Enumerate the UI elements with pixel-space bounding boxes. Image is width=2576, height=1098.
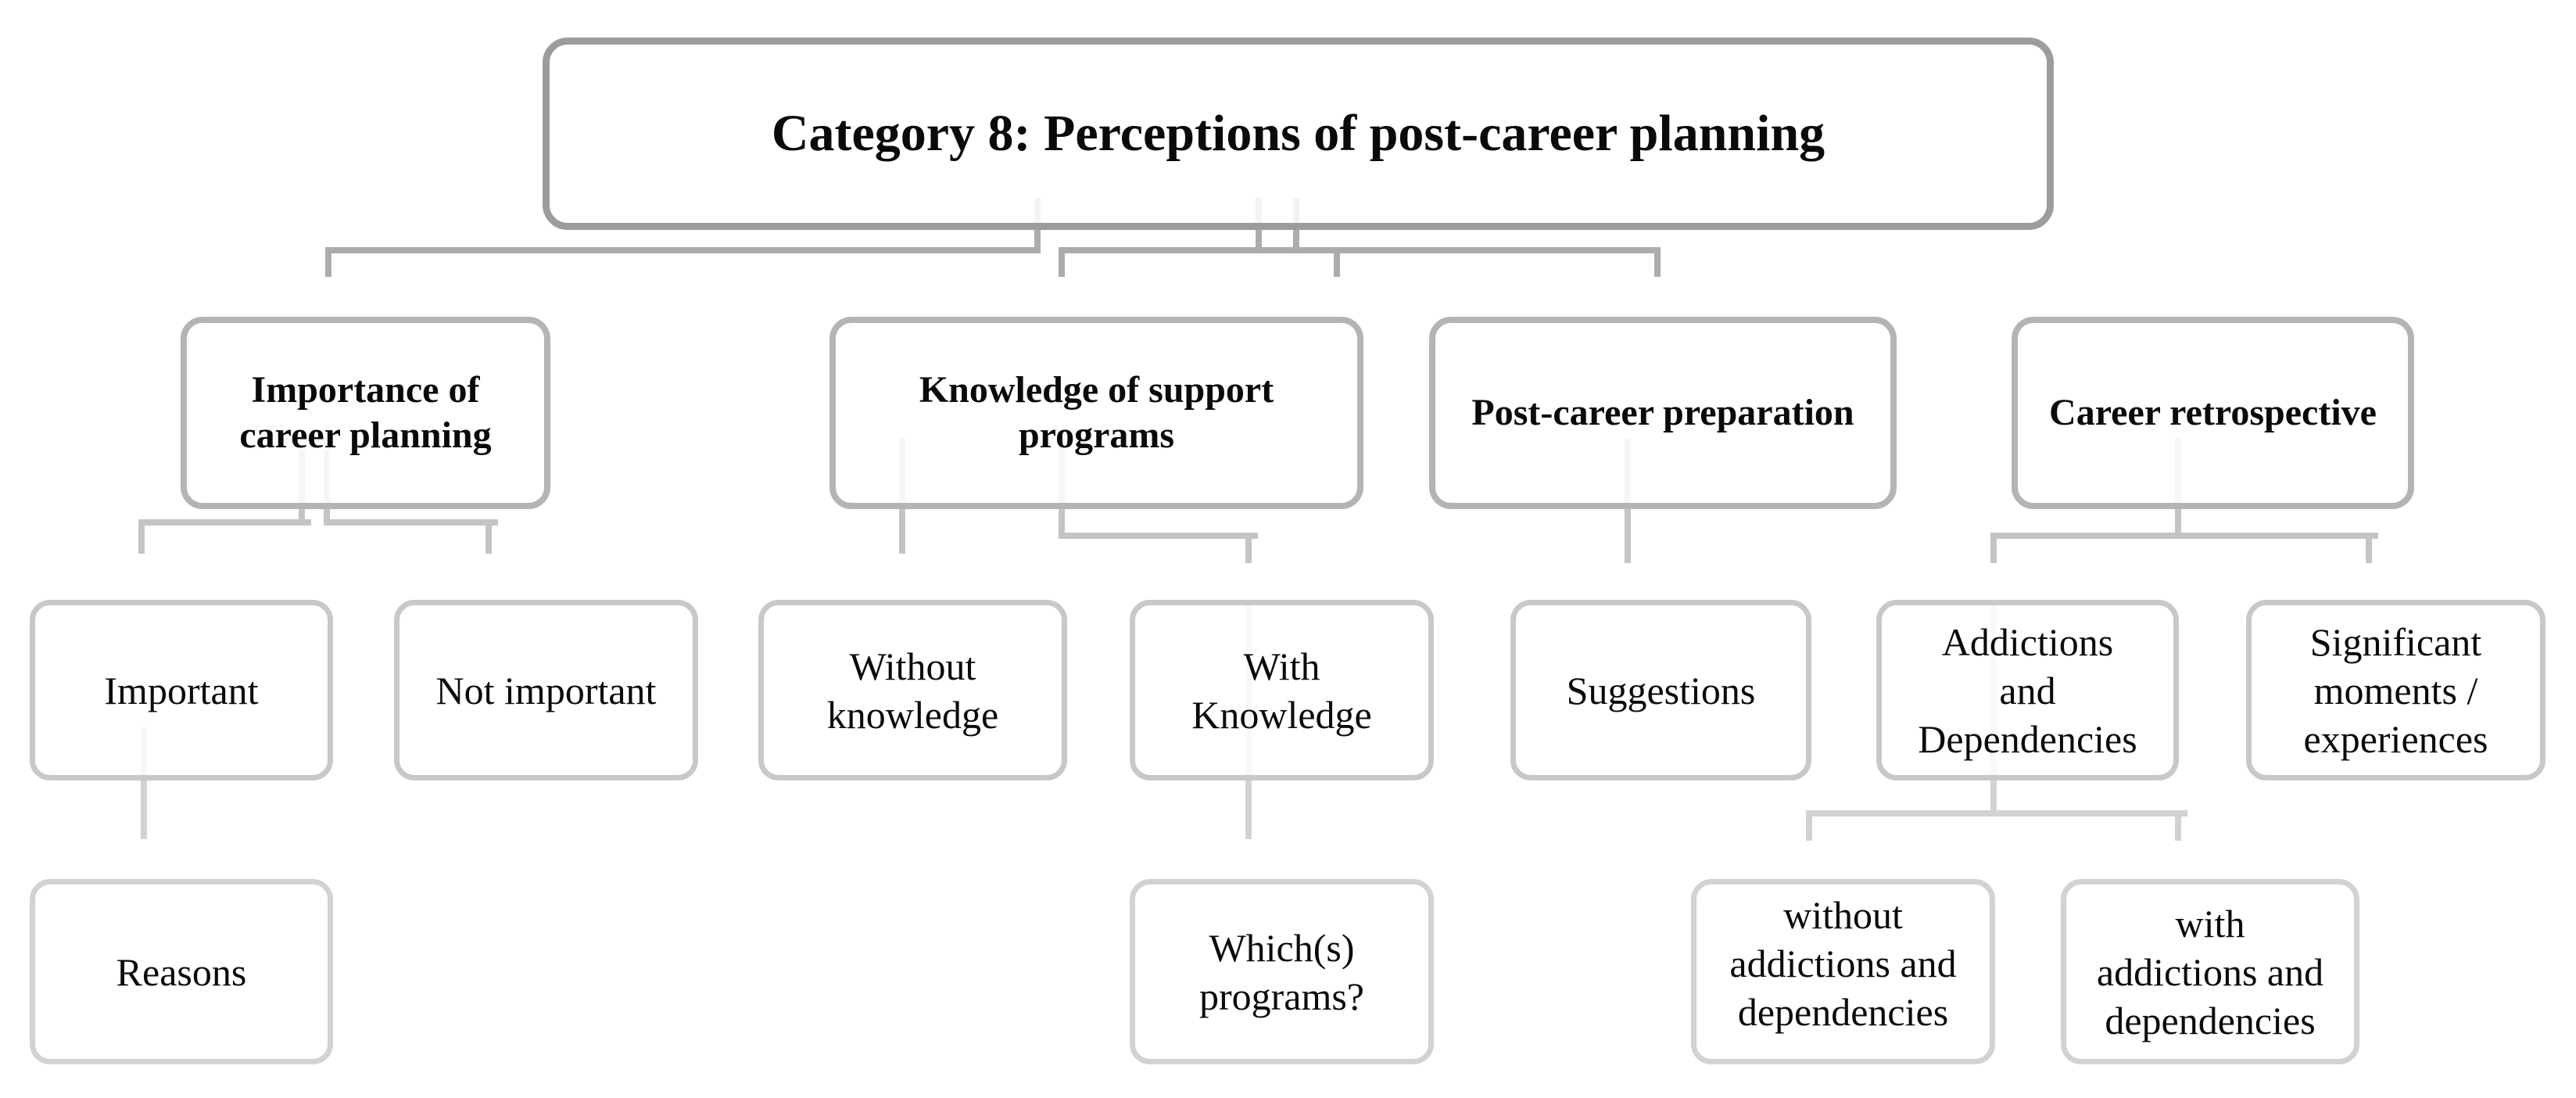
node-label: With Knowledge [1191,644,1372,737]
connector-line [141,727,147,839]
node-label: Knowledge of support programs [919,369,1274,456]
connector-line [1334,247,1340,277]
connector-line [1806,810,2187,816]
node-label: Not important [435,668,657,712]
node-without-knowledge: Without knowledge [758,600,1067,780]
node-label: without addictions and dependencies [1729,893,1957,1034]
node-label: Suggestions [1566,668,1756,712]
node-suggestions: Suggestions [1510,600,1811,780]
node-addictions-and-dependencies: Addictions and Dependencies [1876,600,2179,780]
node-with-knowledge: With Knowledge [1130,600,1434,780]
node-category-title: Category 8: Perceptions of post-career p… [543,38,2054,230]
connector-line [325,247,331,277]
connector-line [1990,533,2378,539]
node-label: Significant moments / experiences [2303,619,2488,761]
node-label: Without knowledge [826,644,999,737]
connector-line [1059,533,1258,539]
node-label: Career retrospective [2049,392,2377,433]
node-not-important: Not important [394,600,698,780]
node-label: Category 8: Perceptions of post-career p… [771,105,1825,162]
connector-line [324,519,498,526]
node-label: Important [104,668,259,712]
node-label: Reasons [116,949,247,994]
node-significant-moments-experiences: Significant moments / experiences [2246,600,2546,780]
node-label: Importance of career planning [239,369,492,456]
node-label: Addictions and Dependencies [1918,619,2137,761]
connector-line [138,519,311,526]
connector-line [485,519,492,554]
connector-line [1059,247,1065,277]
connector-line [1806,810,1812,841]
node-label: Which(s) programs? [1198,925,1365,1018]
connector-line [138,519,145,554]
node-knowledge-of-support-programs: Knowledge of support programs [829,317,1363,509]
node-post-career-preparation: Post-career preparation [1429,317,1897,509]
node-important: Important [30,600,333,780]
node-reasons: Reasons [30,879,333,1064]
connector-line [1654,247,1661,277]
connector-line [1245,533,1252,563]
connector-line [1990,533,1997,563]
node-career-retrospective: Career retrospective [2012,317,2414,509]
connector-line [2366,533,2372,563]
node-importance-of-career-planning: Importance of career planning [181,317,550,509]
node-with-addictions-and-dependencies: with addictions and dependencies [2061,879,2359,1064]
connector-line [1059,247,1661,253]
connector-line [2175,810,2181,841]
node-without-addictions-and-dependencies: without addictions and dependencies [1691,879,1995,1064]
connector-line [325,247,1041,253]
node-label: Post-career preparation [1471,392,1854,433]
node-label: with addictions and dependencies [2096,901,2324,1042]
node-which-programs: Which(s) programs? [1130,879,1434,1064]
